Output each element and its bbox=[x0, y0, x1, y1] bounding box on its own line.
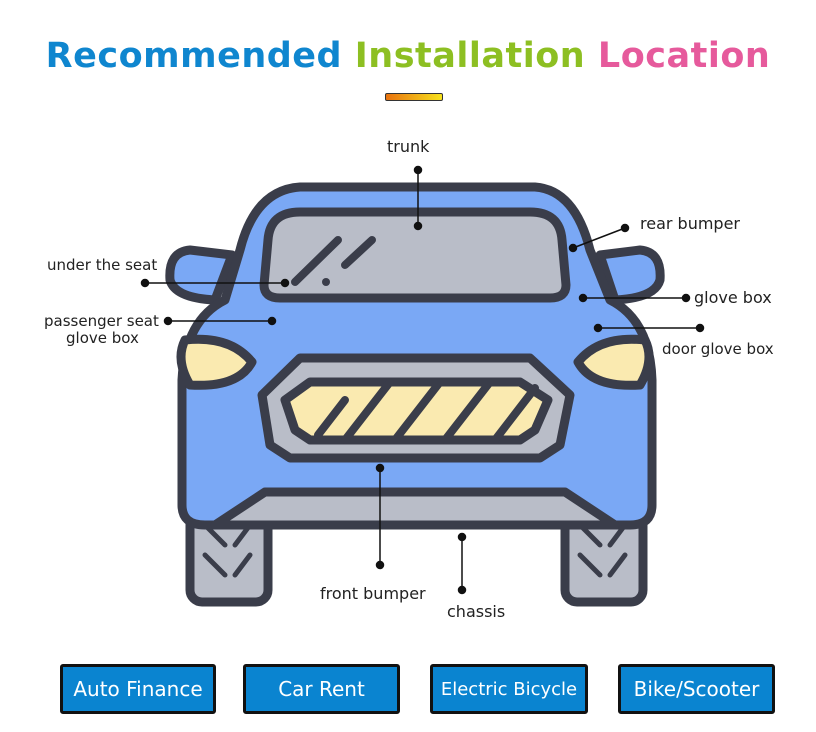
electric-bicycle-button[interactable]: Electric Bicycle bbox=[430, 664, 588, 714]
title-part2: Installation bbox=[354, 36, 586, 76]
windshield bbox=[259, 207, 571, 303]
label-passenger-2: glove box bbox=[66, 329, 139, 347]
label-door-glove-box: door glove box bbox=[662, 340, 774, 358]
lower-bumper bbox=[210, 487, 620, 530]
label-trunk: trunk bbox=[387, 137, 430, 156]
label-passenger-1: passenger seat bbox=[44, 312, 159, 330]
leader-lines bbox=[140, 165, 705, 595]
left-headlight bbox=[176, 334, 257, 390]
label-glove-box: glove box bbox=[694, 288, 772, 307]
label-rear-bumper: rear bumper bbox=[640, 214, 740, 233]
label-under-seat: under the seat bbox=[47, 256, 158, 274]
bike-scooter-button[interactable]: Bike/Scooter bbox=[618, 664, 775, 714]
right-headlight bbox=[573, 334, 654, 390]
title-underline bbox=[385, 93, 443, 101]
title-part3: Location bbox=[597, 36, 771, 76]
label-front-bumper: front bumper bbox=[320, 584, 426, 603]
car-rent-button[interactable]: Car Rent bbox=[243, 664, 400, 714]
label-chassis: chassis bbox=[447, 602, 506, 621]
auto-finance-button[interactable]: Auto Finance bbox=[60, 664, 216, 714]
title-part1: Recommended bbox=[45, 36, 343, 76]
left-mirror bbox=[165, 245, 237, 305]
page-title: Recommended Installation Location bbox=[0, 36, 816, 76]
